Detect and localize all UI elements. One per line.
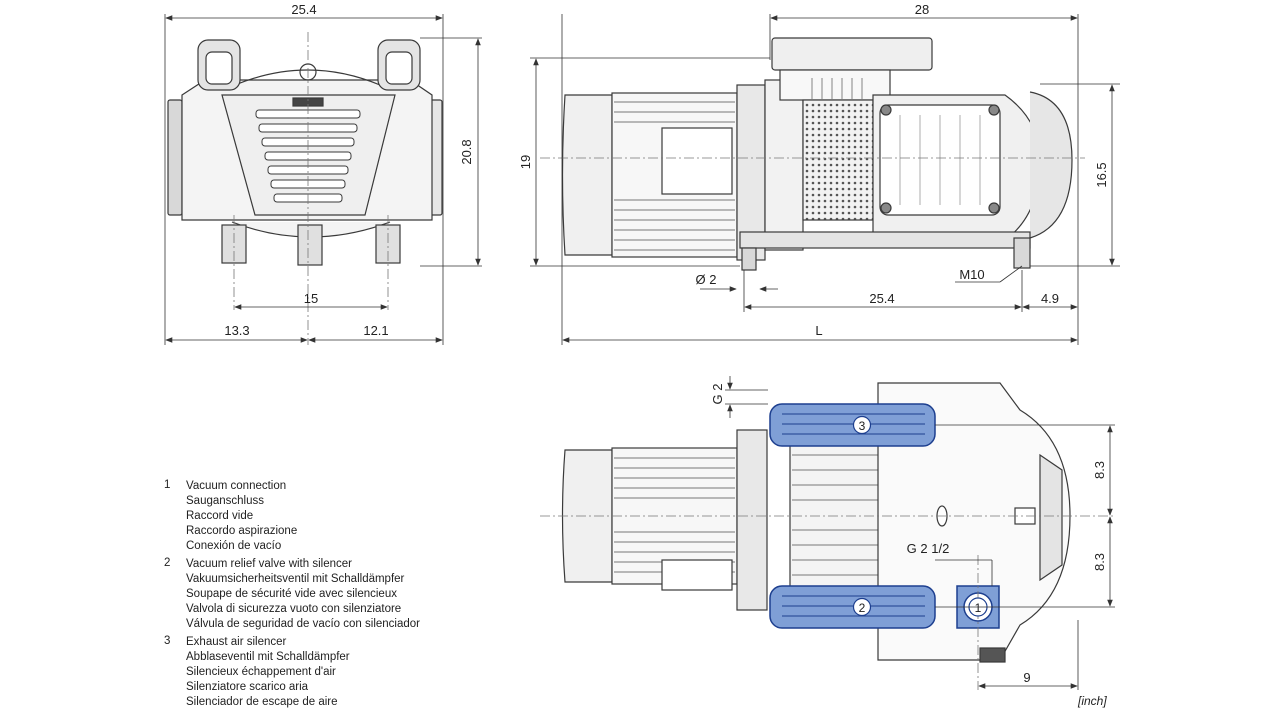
dimension-labels: 25.4 20.8 15 13.3 12.1 28 19 16.5 Ø 2 25… [224, 2, 1109, 685]
dim-front-width: 25.4 [291, 2, 316, 17]
legend-line: Sauganschluss [186, 495, 264, 507]
legend-line: Vacuum connection [186, 480, 287, 492]
dim-side-foot-span: 25.4 [869, 291, 894, 306]
dim-side-overall: 28 [915, 2, 929, 17]
legend-line: Conexión de vacío [186, 540, 282, 552]
legend-item: 1 Vacuum connection Sauganschluss Raccor… [162, 479, 462, 554]
legend-number: 1 [164, 479, 171, 491]
front-view [167, 39, 443, 266]
legend-line: Silencieux échappement d'air [186, 666, 336, 678]
dim-side-height-right: 16.5 [1094, 162, 1109, 187]
legend: 1 Vacuum connection Sauganschluss Raccor… [162, 479, 462, 713]
legend-number: 2 [164, 557, 171, 569]
legend-number: 3 [164, 635, 171, 647]
legend-line: Vacuum relief valve with silencer [186, 558, 352, 570]
legend-line: Silenciador de escape de aire [186, 696, 338, 708]
legend-line: Válvula de seguridad de vacío con silenc… [186, 618, 420, 630]
callout-3-label: 3 [859, 419, 866, 433]
dim-top-lower: 8.3 [1092, 553, 1107, 571]
dimensions [164, 14, 1120, 690]
legend-line: Exhaust air silencer [186, 636, 287, 648]
dim-length: L [815, 323, 822, 338]
dim-port-thread: G 2 1/2 [907, 541, 950, 556]
unit-label: [inch] [1078, 694, 1107, 708]
callout-2: 2 [852, 597, 872, 617]
dim-front-port-spacing: 15 [304, 291, 318, 306]
dim-end-offset: 4.9 [1041, 291, 1059, 306]
legend-line: Valvola di sicurezza vuoto con silenziat… [186, 603, 402, 615]
dim-thread: M10 [959, 267, 984, 282]
dim-side-height: 19 [518, 155, 533, 169]
callout-3: 3 [852, 415, 872, 435]
dim-pin-diameter: Ø 2 [696, 272, 717, 287]
dim-g2: G 2 [710, 384, 725, 405]
dim-front-left-offset: 13.3 [224, 323, 249, 338]
dim-front-height: 20.8 [459, 139, 474, 164]
relief-valve-silencer [769, 585, 936, 629]
legend-line: Raccordo aspirazione [186, 525, 298, 537]
legend-line: Raccord vide [186, 510, 254, 522]
legend-line: Silenziatore scarico aria [186, 681, 309, 693]
legend-line: Soupape de sécurité vide avec silencieux [186, 588, 397, 600]
exhaust-silencer [769, 403, 936, 447]
callout-1-label: 1 [975, 601, 982, 615]
side-view [561, 37, 1073, 271]
legend-item: 3 Exhaust air silencer Abblaseventil mit… [162, 635, 462, 710]
dim-front-right-offset: 12.1 [363, 323, 388, 338]
callout-2-label: 2 [859, 601, 866, 615]
dim-port-offset: 9 [1023, 670, 1030, 685]
legend-line: Abblaseventil mit Schalldämpfer [186, 651, 350, 663]
legend-line: Vakuumsicherheitsventil mit Schalldämpfe… [186, 573, 405, 585]
legend-item: 2 Vacuum relief valve with silencer Vaku… [162, 557, 462, 632]
dim-top-upper: 8.3 [1092, 461, 1107, 479]
